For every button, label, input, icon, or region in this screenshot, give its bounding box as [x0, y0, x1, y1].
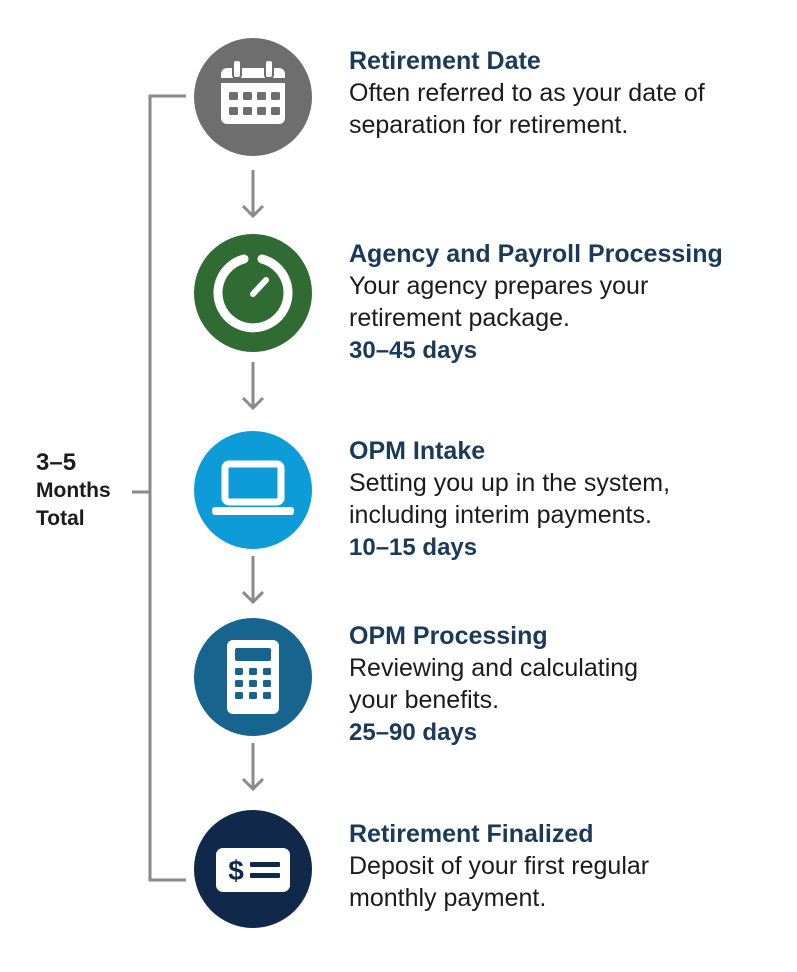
- total-duration-number: 3–5: [36, 449, 77, 476]
- step-title: OPM Processing: [349, 622, 548, 650]
- arrow-down-icon: [241, 170, 265, 219]
- step-title: Retirement Date: [349, 47, 541, 75]
- step-description-line: Setting you up in the system,: [349, 469, 671, 497]
- arrow-down-icon: [241, 743, 265, 792]
- step-opm-intake: OPM Intake Setting you up in the system,…: [349, 435, 789, 565]
- step-description-line: Often referred to as your date of: [349, 79, 705, 107]
- total-duration-unit: Months: [36, 479, 111, 502]
- step-description-line: separation for retirement.: [349, 111, 629, 139]
- arrow-down-icon: [241, 556, 265, 605]
- payment-icon: $: [194, 810, 312, 928]
- step-retirement-finalized: Retirement Finalized Deposit of your fir…: [349, 818, 789, 914]
- step-duration: 30–45 days: [349, 337, 478, 364]
- step-description-line: retirement package.: [349, 304, 570, 332]
- step-agency-payroll-processing: Agency and Payroll Processing Your agenc…: [349, 238, 789, 368]
- svg-text:$: $: [228, 855, 244, 886]
- step-description-line: Your agency prepares your: [349, 272, 649, 300]
- arrow-down-icon: [241, 362, 265, 411]
- total-duration-label: 3–5 Months Total: [36, 449, 136, 533]
- step-title: OPM Intake: [349, 437, 486, 465]
- total-duration-suffix: Total: [36, 507, 85, 530]
- step-title: Retirement Finalized: [349, 820, 594, 848]
- step-opm-processing: OPM Processing Reviewing and calculating…: [349, 620, 789, 750]
- calculator-icon: [194, 618, 312, 736]
- step-retirement-date: Retirement Date Often referred to as you…: [349, 45, 789, 141]
- step-description-line: Reviewing and calculating: [349, 654, 639, 682]
- step-duration: 25–90 days: [349, 719, 478, 746]
- step-description-line: Deposit of your first regular: [349, 852, 650, 880]
- step-title: Agency and Payroll Processing: [349, 240, 723, 268]
- laptop-icon: [194, 431, 312, 549]
- step-description-line: including interim payments.: [349, 501, 652, 529]
- timer-icon: [194, 234, 312, 352]
- step-description-line: monthly payment.: [349, 884, 547, 912]
- step-duration: 10–15 days: [349, 534, 478, 561]
- calendar-icon: [194, 38, 312, 156]
- step-description-line: your benefits.: [349, 686, 500, 714]
